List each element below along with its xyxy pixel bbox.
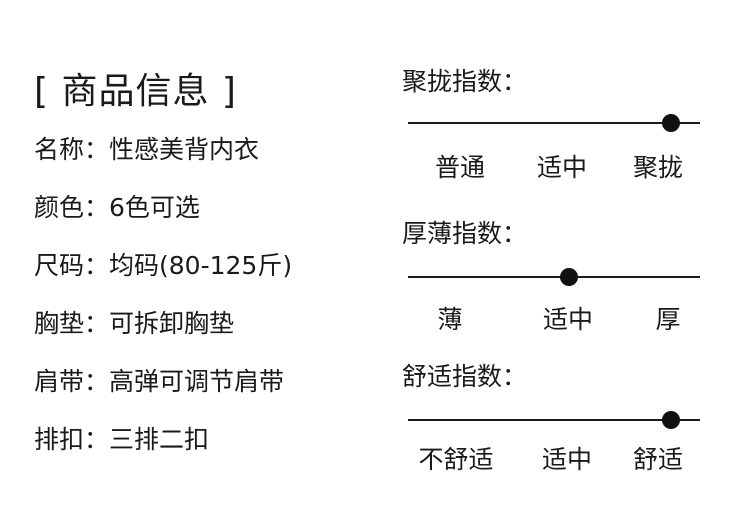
- info-label: 肩带：: [34, 367, 110, 396]
- info-label: 胸垫：: [34, 309, 110, 338]
- info-row-padding: 胸垫：可拆卸胸垫: [34, 304, 234, 340]
- comfort-index-heading: 舒适指数：: [402, 362, 528, 391]
- info-value: 6色可选: [109, 193, 200, 222]
- comfort-index-track: [408, 419, 700, 421]
- comfort-index-label-mid: 适中: [541, 445, 593, 474]
- info-label: 尺码：: [34, 251, 110, 280]
- push-up-index-label-high: 聚拢: [632, 153, 684, 182]
- info-value: 性感美背内衣: [109, 135, 260, 164]
- comfort-index-label-low: 不舒适: [418, 445, 494, 474]
- info-label: 名称：: [34, 135, 110, 164]
- info-value: 高弹可调节肩带: [109, 367, 285, 396]
- thickness-index-marker: [559, 268, 578, 286]
- thickness-index-track: [408, 276, 700, 278]
- product-info-title: [ 商品信息 ]: [34, 71, 237, 112]
- info-row-strap: 肩带：高弹可调节肩带: [34, 362, 284, 398]
- info-row-size: 尺码：均码(80-125斤): [34, 246, 292, 282]
- info-row-clasp: 排扣：三排二扣: [34, 420, 209, 456]
- push-up-index-heading: 聚拢指数：: [402, 67, 528, 96]
- push-up-index-marker: [661, 114, 680, 132]
- thickness-index-label-mid: 适中: [542, 305, 594, 334]
- push-up-index-track: [408, 122, 700, 124]
- info-row-name: 名称：性感美背内衣: [34, 130, 259, 166]
- thickness-index-label-low: 薄: [437, 305, 463, 334]
- thickness-index-label-high: 厚: [655, 305, 681, 334]
- comfort-index-marker: [661, 411, 680, 429]
- push-up-index-label-low: 普通: [434, 153, 486, 182]
- info-label: 排扣：: [34, 425, 110, 454]
- info-label: 颜色：: [34, 193, 110, 222]
- info-row-color: 颜色：6色可选: [34, 188, 200, 224]
- push-up-index-label-mid: 适中: [536, 153, 588, 182]
- comfort-index-label-high: 舒适: [632, 445, 684, 474]
- thickness-index-heading: 厚薄指数：: [402, 219, 528, 248]
- info-value: 三排二扣: [109, 425, 210, 454]
- info-value: 可拆卸胸垫: [109, 309, 235, 338]
- info-value: 均码(80-125斤): [109, 251, 293, 280]
